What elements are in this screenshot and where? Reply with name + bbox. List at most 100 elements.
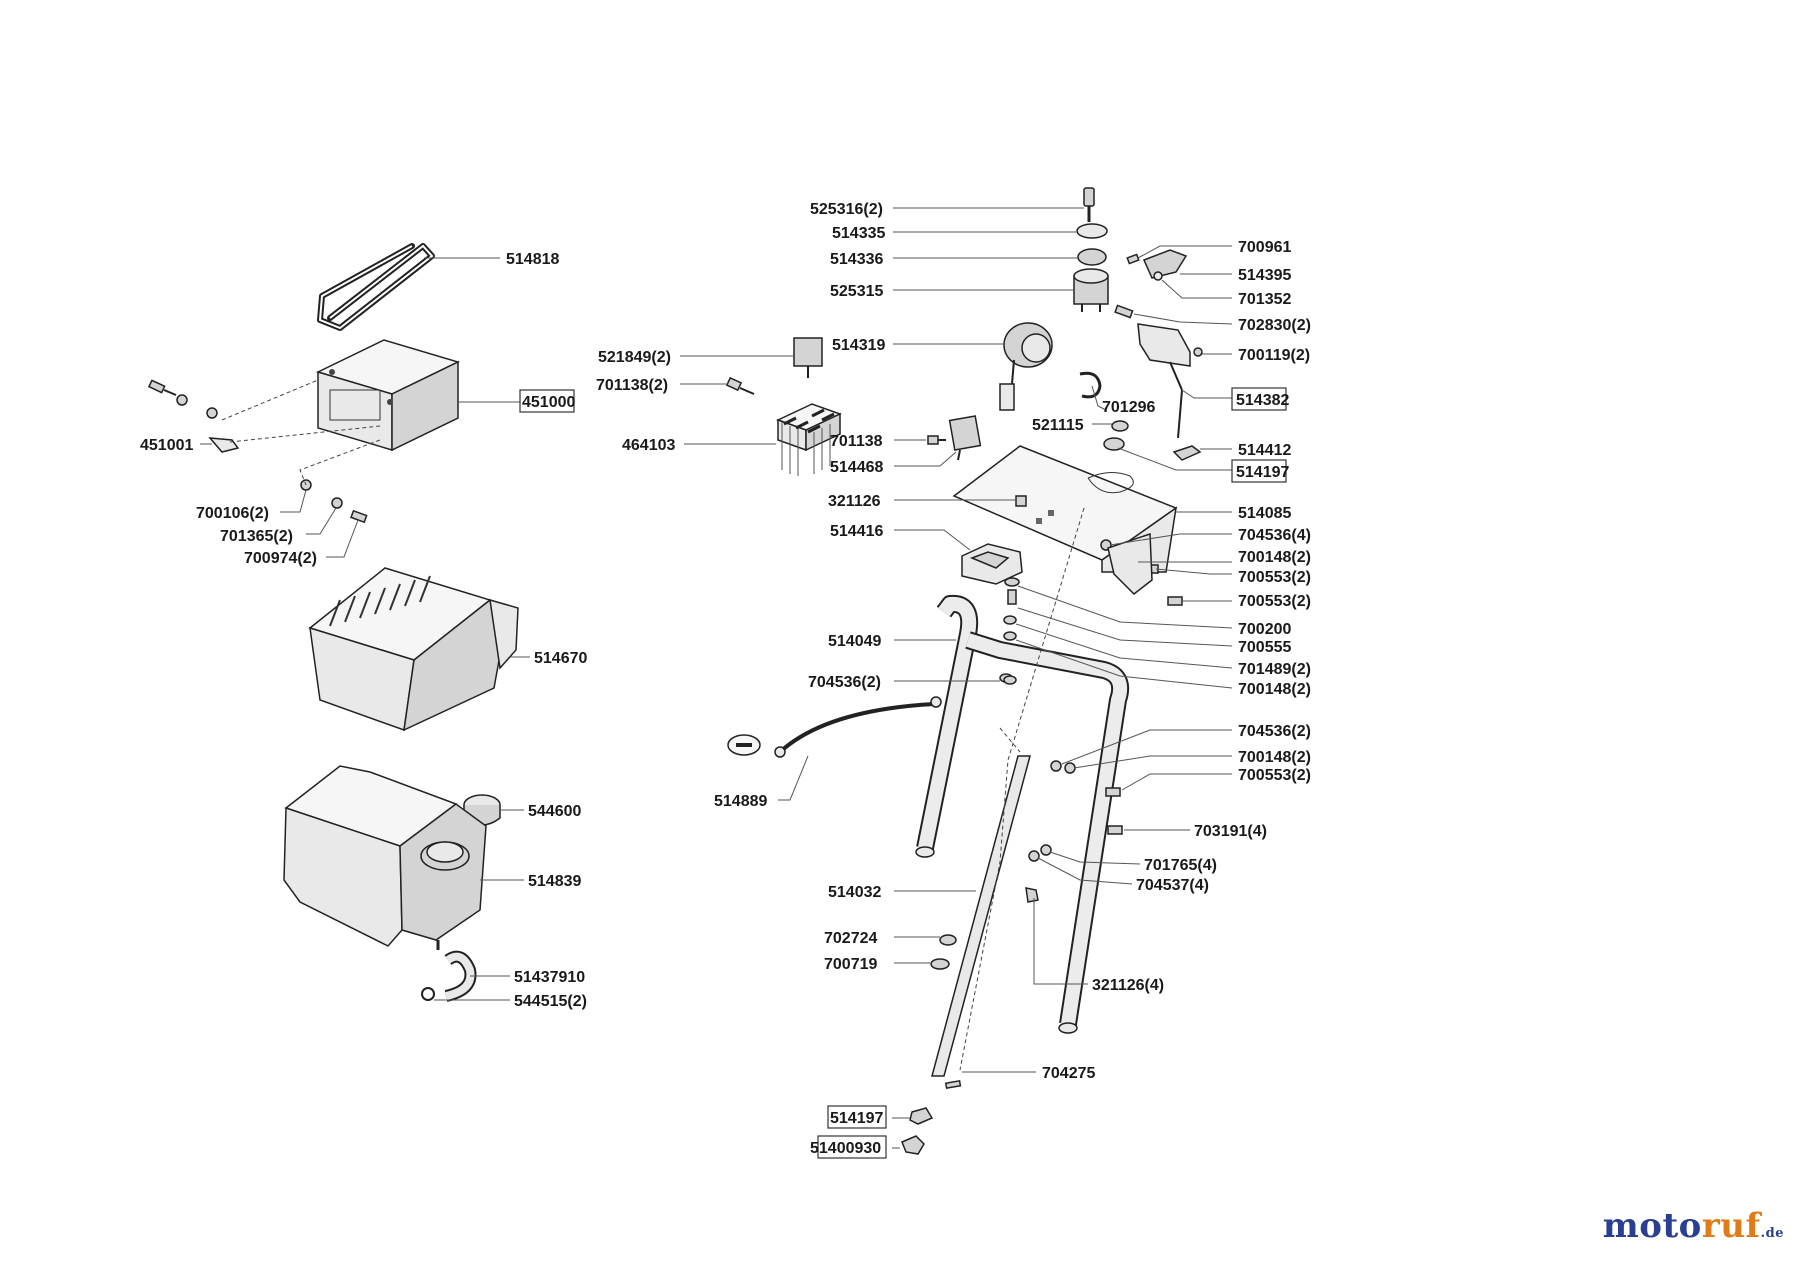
label-514382: 514382 xyxy=(1236,392,1289,409)
label-704275: 704275 xyxy=(1042,1065,1095,1082)
fuse-screw-part xyxy=(725,376,755,395)
label-514085: 514085 xyxy=(1238,505,1291,522)
label-514197-a: 514197 xyxy=(1236,464,1289,481)
battery-strap-part xyxy=(317,243,435,331)
steering-shaft-part xyxy=(931,727,1031,1077)
label-700106: 700106(2) xyxy=(196,505,269,522)
label-700200: 700200 xyxy=(1238,621,1291,638)
shaft-gear-part xyxy=(901,1135,925,1155)
bracket-screw-part xyxy=(1114,304,1134,319)
label-frame-51400930 xyxy=(817,1135,887,1159)
shaft-bush-part xyxy=(909,1107,934,1125)
label-514670: 514670 xyxy=(534,650,587,667)
label-321126-b: 321126(4) xyxy=(1092,977,1164,994)
label-702724: 702724 xyxy=(824,930,877,947)
label-700555: 700555 xyxy=(1238,639,1291,656)
label-514839: 514839 xyxy=(528,873,581,890)
ignition-washer-part xyxy=(1076,223,1108,239)
label-700974: 700974(2) xyxy=(244,550,317,567)
label-544515: 544515(2) xyxy=(514,993,587,1010)
shaft-pin-part xyxy=(944,1079,962,1090)
brand-logo: motoruf.de xyxy=(1603,1206,1784,1246)
label-700553-a: 700553(2) xyxy=(1238,569,1311,586)
label-700148-a: 700148(2) xyxy=(1238,549,1311,566)
grommet-part xyxy=(1111,420,1129,432)
brand-part2: ruf xyxy=(1701,1206,1761,1246)
label-521849: 521849(2) xyxy=(598,349,671,366)
label-525315: 525315 xyxy=(830,283,883,300)
label-525316: 525316(2) xyxy=(810,201,883,218)
battery-part xyxy=(315,339,461,452)
label-700719: 700719 xyxy=(824,956,877,973)
tank-hose-part xyxy=(421,940,477,1002)
label-701365: 701365(2) xyxy=(220,528,293,545)
brand-suffix: .de xyxy=(1760,1226,1784,1241)
buzzer-part xyxy=(999,322,1053,411)
label-514395: 514395 xyxy=(1238,267,1291,284)
relay-screw-part xyxy=(927,435,946,445)
label-702830: 702830(2) xyxy=(1238,317,1311,334)
label-514335: 514335 xyxy=(832,225,885,242)
label-700148-b: 700148(2) xyxy=(1238,681,1311,698)
label-704537: 704537(4) xyxy=(1136,877,1209,894)
label-514468: 514468 xyxy=(830,459,883,476)
label-451001: 451001 xyxy=(140,437,193,454)
ignition-switch-part xyxy=(1073,268,1109,312)
label-700553-c: 700553(2) xyxy=(1238,767,1311,784)
label-51437910: 51437910 xyxy=(514,969,585,986)
relay-part xyxy=(793,337,823,378)
label-514416: 514416 xyxy=(830,523,883,540)
label-521115: 521115 xyxy=(1032,417,1084,434)
holder-part xyxy=(961,543,1023,585)
ground-cable-part xyxy=(727,696,942,758)
label-701138-a: 701138(2) xyxy=(596,377,668,394)
label-704536-c: 704536(2) xyxy=(1238,723,1311,740)
clip-part xyxy=(1079,371,1102,399)
handle-frame-part xyxy=(915,594,1130,1034)
label-700961: 700961 xyxy=(1238,239,1291,256)
label-544600: 544600 xyxy=(528,803,581,820)
label-701138-b: 701138 xyxy=(830,433,883,450)
handle-hardware xyxy=(1003,675,1123,903)
brand-part1: moto xyxy=(1602,1206,1702,1246)
shaft-ring-part xyxy=(930,958,950,970)
label-321126: 321126 xyxy=(828,493,881,510)
label-514889: 514889 xyxy=(714,793,767,810)
label-704536-a: 704536(4) xyxy=(1238,527,1311,544)
label-514319: 514319 xyxy=(832,337,885,354)
bushing-part xyxy=(1103,437,1125,451)
plate-hardware xyxy=(999,532,1183,683)
label-703191: 703191(4) xyxy=(1194,823,1267,840)
label-701296: 701296 xyxy=(1102,399,1155,416)
label-704536-b: 704536(2) xyxy=(808,674,881,691)
label-514818: 514818 xyxy=(506,251,559,268)
relay-two-part xyxy=(948,415,982,461)
label-frame-514382 xyxy=(1231,387,1287,411)
label-700148-c: 700148(2) xyxy=(1238,749,1311,766)
switch-bracket-part xyxy=(1126,249,1188,281)
label-514049: 514049 xyxy=(828,633,881,650)
battery-tray-part xyxy=(308,567,519,732)
label-464103: 464103 xyxy=(622,437,675,454)
label-701352: 701352 xyxy=(1238,291,1291,308)
label-451000: 451000 xyxy=(522,394,575,411)
part-labels: 514818 451000 451001 700106(2) 701365(2)… xyxy=(140,201,1311,1157)
label-701765: 701765(4) xyxy=(1144,857,1217,874)
label-700119: 700119(2) xyxy=(1238,347,1310,364)
fuel-tank-part xyxy=(283,765,487,947)
label-frame-514197-bottom xyxy=(827,1105,887,1129)
label-514197-b: 514197 xyxy=(830,1110,883,1127)
fuse-box-part xyxy=(776,403,842,476)
leader-lines xyxy=(200,207,1233,1149)
shaft-washer-part xyxy=(939,934,957,946)
ignition-nut-part xyxy=(1077,248,1107,266)
label-51400930: 51400930 xyxy=(810,1140,881,1157)
label-frame-451000 xyxy=(519,389,575,413)
pad-part xyxy=(1172,445,1202,461)
label-514032: 514032 xyxy=(828,884,881,901)
battery-hardware xyxy=(147,379,381,524)
label-700553-b: 700553(2) xyxy=(1238,593,1311,610)
label-514336: 514336 xyxy=(830,251,883,268)
label-frame-514197 xyxy=(1231,459,1287,483)
